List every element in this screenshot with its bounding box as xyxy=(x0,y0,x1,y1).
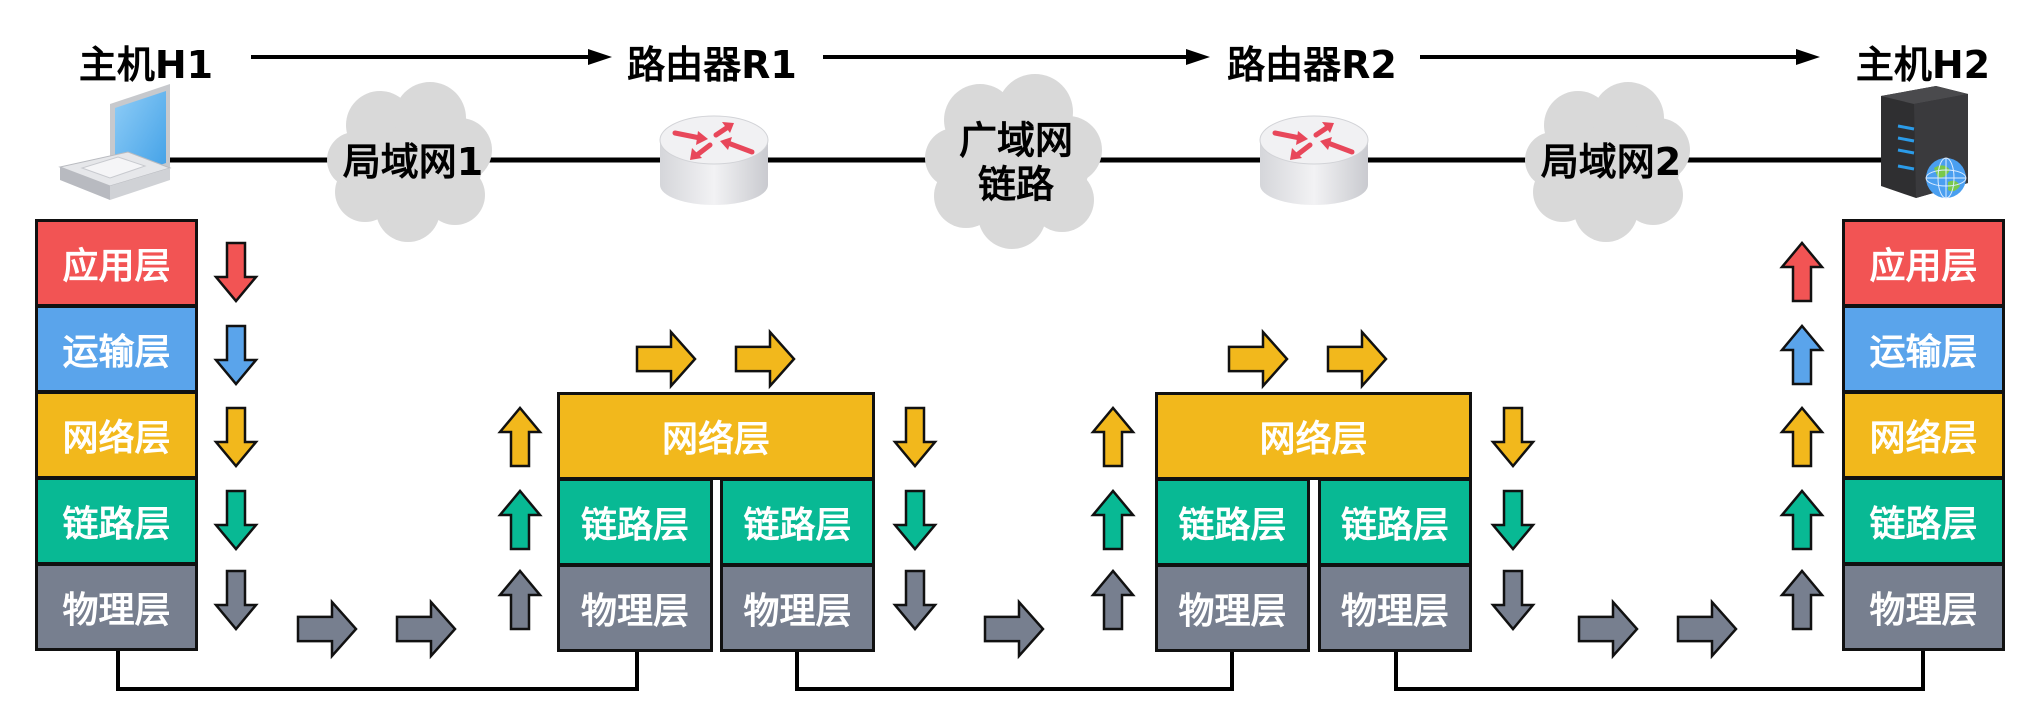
router2-link-layer-in: 链路层 xyxy=(1155,478,1310,566)
router2-title: 路由器R2 xyxy=(1227,43,1397,87)
router1-network-down-arrow xyxy=(892,406,938,468)
host1-link-down-arrow xyxy=(213,489,259,551)
router2-network-down-arrow xyxy=(1490,406,1536,468)
router-r1-icon xyxy=(659,115,769,205)
wan-label-line1: 广域网 xyxy=(958,118,1074,163)
router2-physical-up-arrow xyxy=(1090,569,1136,631)
router1-physical-layer-in: 物理层 xyxy=(557,564,713,652)
host2-physical-up-arrow xyxy=(1779,569,1825,631)
router1-link-layer-in: 链路层 xyxy=(557,478,713,566)
cloud-lan2-icon xyxy=(1525,82,1690,242)
physical-forward-arrow-1 xyxy=(296,598,358,660)
wan-label-line2: 链路 xyxy=(977,162,1055,206)
host2-link-layer: 链路层 xyxy=(1842,477,2005,565)
router2-physical-layer-out: 物理层 xyxy=(1318,564,1472,652)
router1-physical-layer-out: 物理层 xyxy=(720,564,875,652)
physical-forward-arrow-5 xyxy=(1676,598,1738,660)
router1-link-layer-out: 链路层 xyxy=(720,478,875,566)
host1-link-layer: 链路层 xyxy=(35,477,198,565)
host2-transport-layer: 运输层 xyxy=(1842,305,2005,393)
router2-network-forward-arrow-2 xyxy=(1326,328,1388,390)
router2-link-layer-out: 链路层 xyxy=(1318,478,1472,566)
router2-link-up-arrow xyxy=(1090,489,1136,551)
router1-physical-up-arrow xyxy=(497,569,543,631)
router2-physical-layer-in: 物理层 xyxy=(1155,564,1310,652)
router2-link-down-arrow xyxy=(1490,489,1536,551)
router1-physical-down-arrow xyxy=(892,569,938,631)
host1-transport-layer: 运输层 xyxy=(35,305,198,393)
physical-forward-arrow-2 xyxy=(395,598,457,660)
router2-network-up-arrow xyxy=(1090,406,1136,468)
host2-application-up-arrow xyxy=(1779,241,1825,303)
host2-application-layer: 应用层 xyxy=(1842,219,2005,307)
router-r2-icon xyxy=(1259,115,1369,205)
host2-physical-layer: 物理层 xyxy=(1842,563,2005,651)
physical-link-r2-h2 xyxy=(1394,651,1925,691)
host1-network-layer: 网络层 xyxy=(35,391,198,479)
physical-forward-arrow-3 xyxy=(983,598,1045,660)
router2-physical-down-arrow xyxy=(1490,569,1536,631)
physical-link-r1-r2 xyxy=(795,651,1234,691)
host1-transport-down-arrow xyxy=(213,324,259,386)
cloud-lan1-icon xyxy=(327,82,492,242)
router1-network-forward-arrow-1 xyxy=(635,328,697,390)
laptop-icon xyxy=(58,84,172,200)
server-icon xyxy=(1881,86,1968,199)
flow-arrow-r1-r2 xyxy=(823,49,1210,65)
flow-arrow-h1-r1 xyxy=(251,49,612,65)
flow-arrow-r2-h2 xyxy=(1420,49,1820,65)
host1-application-layer: 应用层 xyxy=(35,219,198,307)
host1-application-down-arrow xyxy=(213,241,259,303)
physical-link-h1-r1 xyxy=(116,651,639,691)
router1-link-up-arrow xyxy=(497,489,543,551)
router2-network-layer: 网络层 xyxy=(1155,392,1472,480)
host2-link-up-arrow xyxy=(1779,489,1825,551)
host1-physical-down-arrow xyxy=(213,569,259,631)
router1-network-up-arrow xyxy=(497,406,543,468)
cloud-wan-icon xyxy=(925,74,1102,249)
host1-title: 主机H1 xyxy=(78,43,214,87)
wan-label: 广域网 链路 xyxy=(959,119,1073,206)
physical-forward-arrow-4 xyxy=(1577,598,1639,660)
host2-network-up-arrow xyxy=(1779,406,1825,468)
lan1-label: 局域网1 xyxy=(342,140,484,185)
router1-network-forward-arrow-2 xyxy=(734,328,796,390)
router2-network-forward-arrow-1 xyxy=(1227,328,1289,390)
host2-transport-up-arrow xyxy=(1779,324,1825,386)
host2-network-layer: 网络层 xyxy=(1842,391,2005,479)
lan2-label: 局域网2 xyxy=(1540,140,1682,185)
router1-network-layer: 网络层 xyxy=(557,392,875,480)
host1-network-down-arrow xyxy=(213,406,259,468)
host2-title: 主机H2 xyxy=(1855,43,1991,87)
router1-title: 路由器R1 xyxy=(627,43,797,87)
router1-link-down-arrow xyxy=(892,489,938,551)
host1-physical-layer: 物理层 xyxy=(35,563,198,651)
